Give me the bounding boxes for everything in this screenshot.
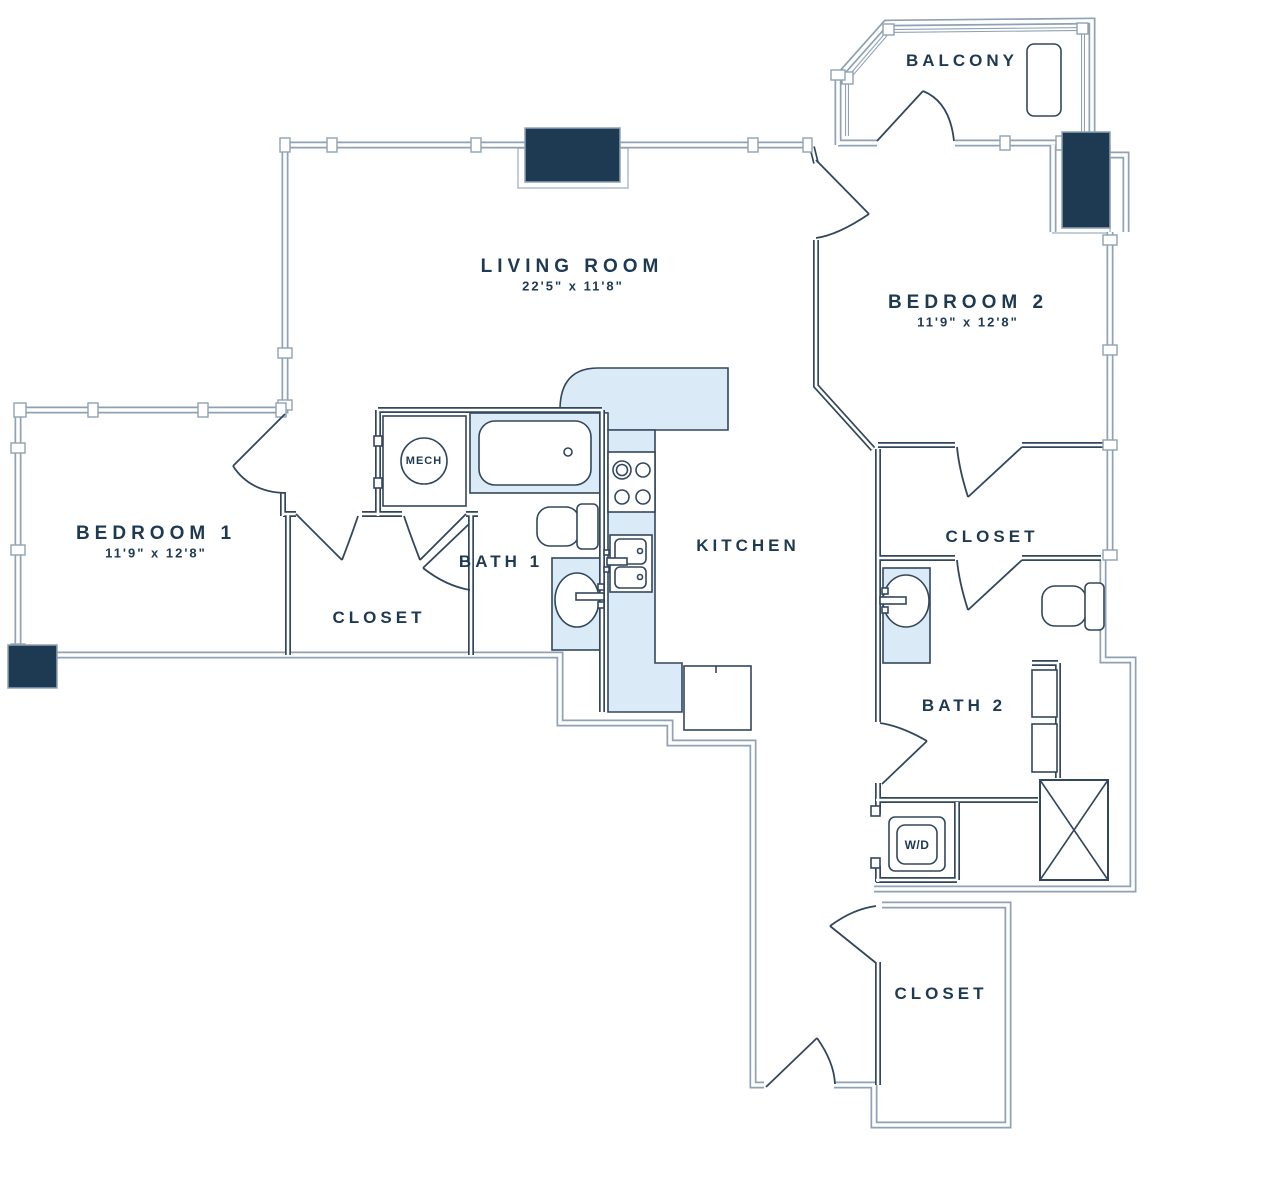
bathroom-sink bbox=[554, 572, 605, 628]
bathtub-drain bbox=[563, 447, 573, 457]
label-mech: MECH bbox=[405, 455, 443, 467]
bathtub bbox=[478, 420, 592, 486]
room-dims-bedroom-2: 11'9" x 12'8" bbox=[917, 314, 1019, 330]
toilet bbox=[1041, 582, 1105, 631]
room-label-closet-bedroom-1: CLOSET bbox=[332, 608, 426, 627]
mech-closet bbox=[373, 415, 467, 507]
mech-circle bbox=[400, 437, 448, 485]
toilet bbox=[536, 503, 599, 550]
structural-columns bbox=[7, 127, 1111, 689]
bathroom-sink bbox=[879, 574, 930, 628]
doors bbox=[232, 90, 1023, 1088]
room-label-balcony: BALCONY bbox=[905, 51, 1019, 70]
refrigerator bbox=[683, 665, 752, 731]
room-label-living-room: LIVING ROOM bbox=[480, 256, 664, 277]
balcony-railing bbox=[841, 22, 1089, 138]
kitchen-sink bbox=[603, 534, 653, 593]
room-label-kitchen: KITCHEN bbox=[696, 536, 800, 555]
balcony-bench bbox=[1026, 43, 1062, 117]
cabinet bbox=[1031, 669, 1058, 718]
room-label-bath-2: BATH 2 bbox=[921, 696, 1007, 715]
elevator-shaft bbox=[1039, 779, 1109, 881]
structural-column bbox=[1061, 131, 1111, 229]
structural-column bbox=[524, 127, 621, 183]
room-dims-bedroom-1: 11'9" x 12'8" bbox=[105, 545, 207, 561]
washer-dryer-unit bbox=[870, 805, 946, 872]
stove bbox=[607, 451, 656, 513]
room-dims-living-room: 22'5" x 11'8" bbox=[522, 278, 624, 294]
room-label-closet-bedroom-2: CLOSET bbox=[945, 527, 1039, 546]
label-washer-dryer: W/D bbox=[904, 838, 930, 852]
room-label-bath-1: BATH 1 bbox=[458, 552, 544, 571]
structural-column bbox=[7, 644, 58, 689]
room-label-bedroom-2: BEDROOM 2 bbox=[887, 292, 1049, 313]
kitchen-counter-top bbox=[559, 367, 729, 431]
cabinet bbox=[1031, 723, 1058, 773]
fixtures bbox=[373, 43, 1109, 881]
room-label-bedroom-1: BEDROOM 1 bbox=[75, 523, 237, 544]
room-label-entry-closet: CLOSET bbox=[894, 984, 988, 1003]
